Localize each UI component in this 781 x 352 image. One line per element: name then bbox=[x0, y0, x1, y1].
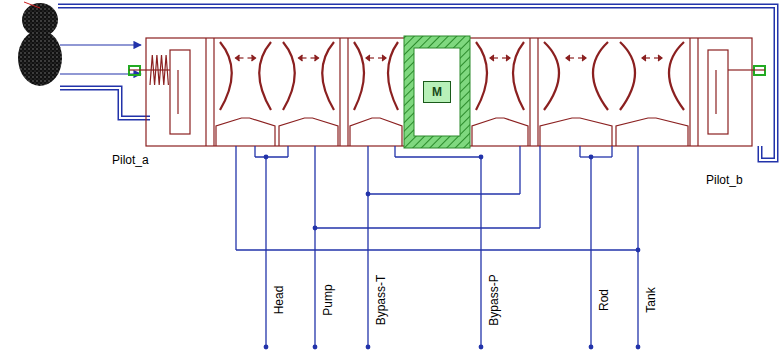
joystick-symbol bbox=[18, 2, 62, 86]
port-name: Pump bbox=[322, 284, 334, 315]
signal-name: Pilot_a bbox=[112, 154, 149, 166]
junction-dot bbox=[589, 345, 594, 350]
port-name: Bypass-T bbox=[375, 275, 387, 326]
junction-dot bbox=[479, 155, 484, 160]
junction-dot bbox=[264, 155, 269, 160]
pilot-lines bbox=[58, 6, 776, 160]
port-name: Tank bbox=[645, 287, 657, 312]
hydraulic-lines bbox=[236, 146, 638, 347]
signal-name: Pilot_b bbox=[706, 174, 743, 186]
mass-label: M bbox=[432, 85, 442, 99]
junction-dot bbox=[479, 345, 484, 350]
junction-dot bbox=[636, 345, 641, 350]
signal-arrows bbox=[60, 45, 141, 74]
mass-housing-inner bbox=[414, 48, 460, 136]
junction-dot bbox=[264, 345, 269, 350]
spool-valve bbox=[129, 38, 765, 146]
junction-dot bbox=[313, 226, 318, 231]
port-name: Bypass-P bbox=[488, 274, 500, 325]
junction-dot bbox=[366, 345, 371, 350]
junction-dot bbox=[313, 345, 318, 350]
junction-dot bbox=[366, 192, 371, 197]
junction-dot bbox=[636, 248, 641, 253]
port-name: Head bbox=[273, 286, 285, 315]
junction-dot bbox=[589, 155, 594, 160]
port-name: Rod bbox=[598, 289, 610, 311]
mass-block: M bbox=[423, 81, 451, 103]
mass-housing bbox=[404, 36, 470, 148]
